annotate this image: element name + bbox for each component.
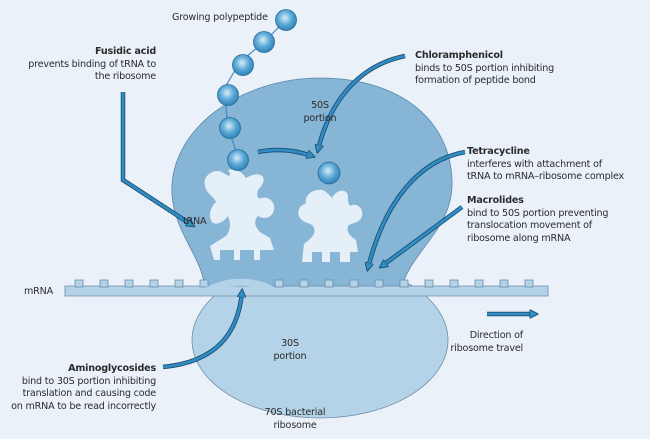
aminoglycosides-arrow: [162, 292, 242, 370]
mrna-label: mRNA: [24, 286, 53, 297]
chloramphenicol-arrow: [318, 53, 406, 150]
trna-label: tRNA: [183, 216, 207, 227]
codon: [199, 279, 209, 288]
codon: [174, 279, 184, 288]
direction-label: Direction of ribosome travel: [450, 330, 523, 354]
codon: [449, 279, 459, 288]
codon: [399, 279, 409, 288]
codon: [74, 279, 84, 288]
subunit-30s-label: 30S portion: [273, 338, 307, 362]
codon: [124, 279, 134, 288]
growing-polypeptide-chain: [217, 9, 341, 185]
codon: [299, 279, 309, 288]
trna-right: [298, 189, 363, 262]
fusidic-acid-annotation: Fusidic acid prevents binding of tRNA to…: [28, 46, 156, 82]
ribosome-label: 70S bacterial ribosome: [264, 407, 326, 431]
macrolides-annotation: Macrolides bind to 50S portion preventin…: [467, 195, 609, 244]
codon: [374, 279, 384, 288]
chloramphenicol-annotation: Chloramphenicol binds to 50S portion inh…: [415, 50, 554, 86]
codon: [149, 279, 159, 288]
tetracycline-arrow: [368, 149, 466, 268]
codon: [474, 279, 484, 288]
codon: [99, 279, 109, 288]
fusidic-acid-arrow: [120, 92, 192, 225]
mrna-strand: [64, 278, 549, 297]
growing-polypeptide-label: Growing polypeptide: [172, 12, 268, 23]
codon: [324, 279, 334, 288]
codon: [349, 279, 359, 288]
codon: [499, 279, 509, 288]
translocation-arrow: [257, 147, 312, 156]
aminoglycosides-annotation: Aminoglycosides bind to 30S portion inhi…: [11, 363, 156, 412]
macrolides-arrow: [382, 205, 464, 266]
codon: [524, 279, 534, 288]
trna-left: [204, 169, 275, 260]
codon: [424, 279, 434, 288]
subunit-50s-label: 50S portion: [303, 100, 337, 124]
codon: [274, 279, 284, 288]
tetracycline-annotation: Tetracycline interferes with attachment …: [467, 146, 625, 182]
